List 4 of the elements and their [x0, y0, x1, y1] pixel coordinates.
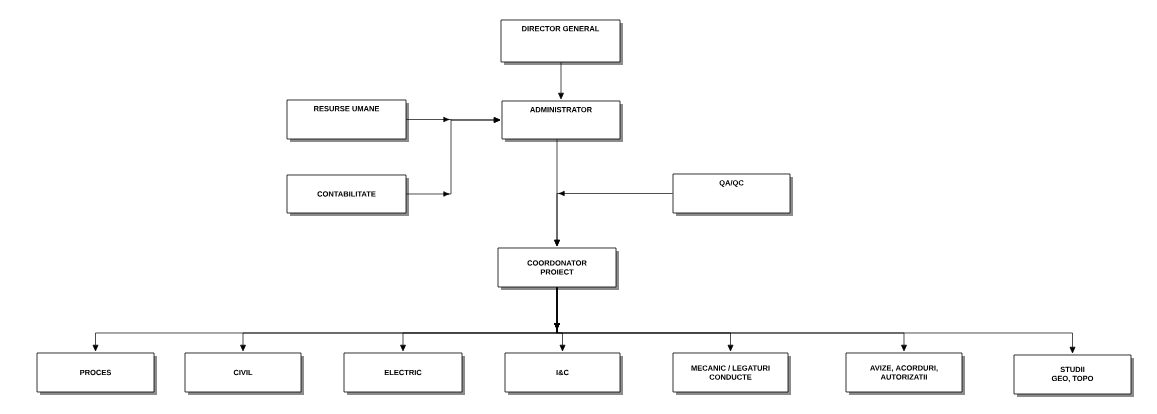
arrow	[406, 117, 501, 197]
arrow	[558, 62, 564, 100]
arrow	[554, 190, 673, 247]
arrow	[554, 287, 1076, 354]
